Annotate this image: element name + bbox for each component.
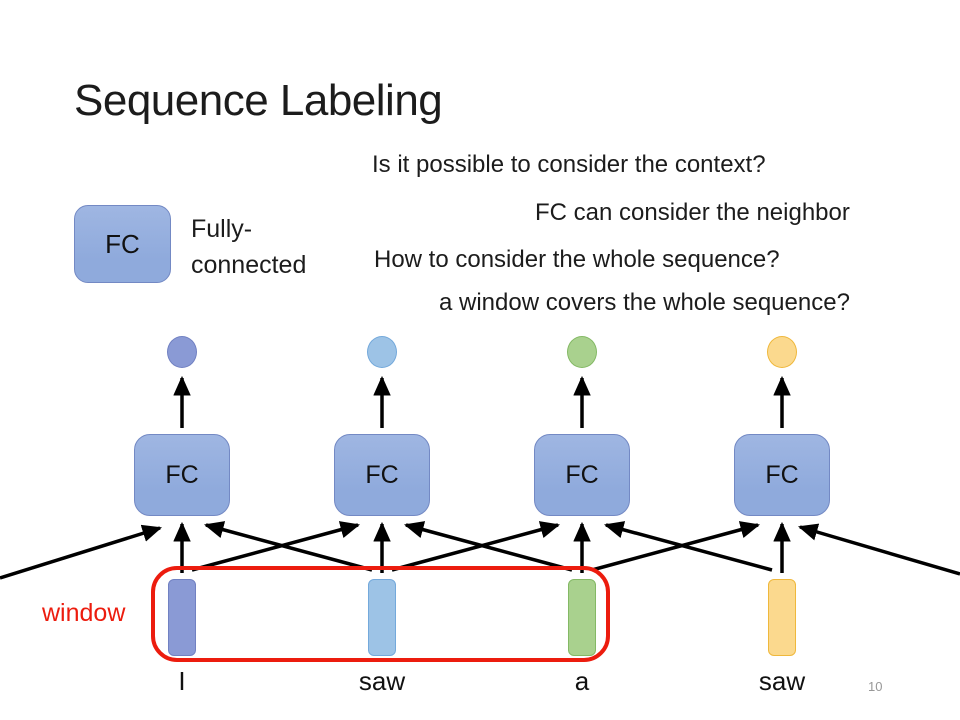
arrow-input2-to-fc1 [203,521,373,572]
fc-block-2: FC [334,434,430,516]
window-highlight-box [151,566,610,662]
fc-block-4: FC [734,434,830,516]
arrow-input4-to-fc3 [603,521,773,572]
arrow-input3-to-fc4 [591,521,761,572]
legend-fc-description: Fully-connected [191,215,307,279]
input-node-2 [368,579,396,656]
arrow-left-edge-to-fc1 [0,524,163,580]
arrow-input2-to-fc3 [391,521,561,572]
word-label-1: I [178,666,186,696]
window-label: window [42,599,126,627]
annotation-window-covers-question: a window covers the whole sequence? [439,289,850,316]
output-node-2 [367,336,397,368]
output-node-3 [567,336,597,368]
output-node-1 [167,336,197,368]
word-label-4: saw [758,666,806,696]
fc-block-3: FC [534,434,630,516]
annotation-whole-sequence-question: How to consider the whole sequence? [374,246,780,273]
fc-block-1: FC [134,434,230,516]
legend-fc-box: FC [74,205,171,283]
annotation-context-question: Is it possible to consider the context? [372,151,766,178]
word-label-3: a [574,666,590,696]
arrow-right-edge-to-fc4 [797,523,960,576]
output-node-4 [767,336,797,368]
arrow-input1-to-fc2 [191,521,361,572]
page-number: 10 [868,679,883,694]
page-title: Sequence Labeling [74,76,443,125]
word-label-2: saw [358,666,406,696]
input-node-4 [768,579,796,656]
annotation-fc-neighbor: FC can consider the neighbor [535,199,850,226]
arrow-input3-to-fc2 [403,521,573,572]
